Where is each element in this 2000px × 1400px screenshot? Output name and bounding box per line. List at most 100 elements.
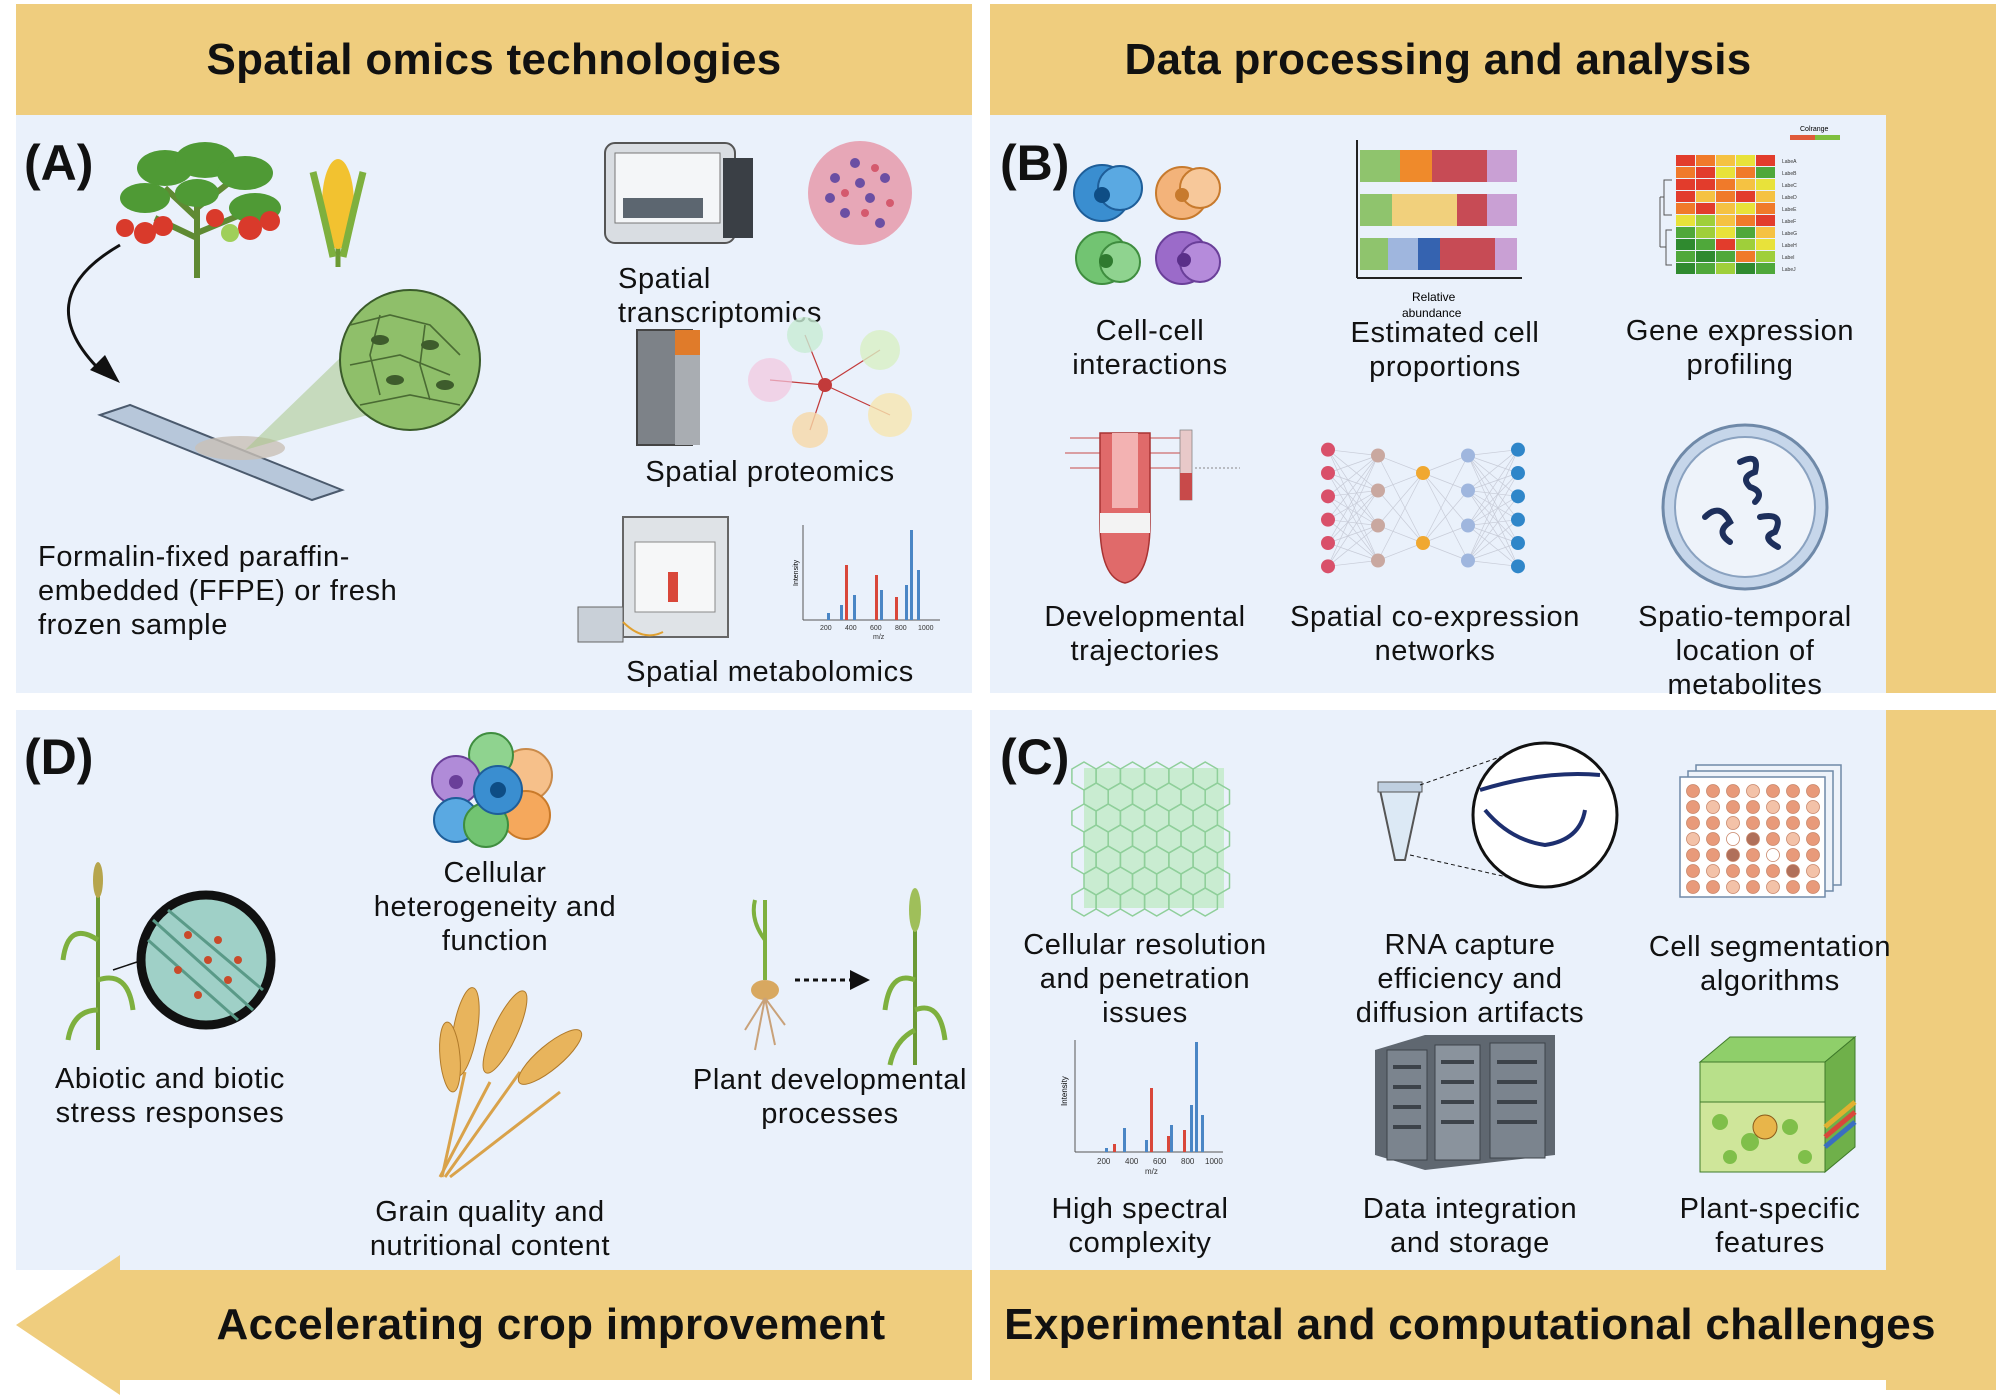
spectrum-x-label: m/z	[873, 634, 885, 641]
label-line: trajectories	[1070, 635, 1220, 667]
plant-development-icon	[744, 888, 948, 1066]
resolution-label: Cellular resolution and penetration issu…	[1015, 928, 1275, 1030]
network-node	[1416, 466, 1430, 480]
plant-features-label: Plant-specific features	[1640, 1192, 1900, 1260]
segmented-cell	[1686, 784, 1700, 798]
network-node	[1371, 553, 1385, 568]
heatmap-cell	[1676, 179, 1695, 190]
segmented-cell	[1806, 848, 1820, 862]
grain-label: Grain quality and nutritional content	[345, 1195, 635, 1263]
label-line: Cell-cell	[1095, 315, 1205, 347]
heatmap-cell	[1696, 215, 1715, 226]
tick: 800	[895, 625, 907, 632]
network-node	[1511, 559, 1525, 574]
label-line: Spatial	[618, 263, 711, 295]
metabolite-petri-dish-icon	[1661, 423, 1829, 591]
segmented-cell	[1786, 816, 1800, 830]
label-line: function	[441, 925, 549, 957]
server-rack-icon	[1375, 1035, 1555, 1170]
integration-label: Data integration and storage	[1330, 1192, 1610, 1260]
cell-cell-interaction-icon	[1073, 164, 1221, 285]
label-line: location of	[1675, 635, 1815, 667]
heatmap-cell	[1756, 191, 1775, 202]
heatmap-row-label: LabeG	[1782, 231, 1797, 237]
segmented-cell	[1746, 784, 1760, 798]
network-node	[1321, 466, 1335, 480]
heatmap-cell	[1716, 251, 1735, 262]
label-line: algorithms	[1700, 965, 1840, 997]
heatmap-cell	[1736, 239, 1755, 250]
segmented-cell	[1746, 800, 1760, 814]
tomato-plant-icon	[116, 142, 281, 278]
network-node	[1371, 448, 1385, 463]
heatmap-cell	[1716, 239, 1735, 250]
heatmap-cell	[1756, 263, 1775, 274]
segmented-cell	[1786, 880, 1800, 894]
heatmap-row-label: LabeJ	[1782, 267, 1796, 273]
heatmap-cell	[1756, 239, 1775, 250]
tick: 400	[845, 625, 857, 632]
transcriptomics-instrument-icon	[604, 142, 753, 244]
segmented-cell	[1786, 800, 1800, 814]
heatmap-cell	[1716, 179, 1735, 190]
heatmap-row-label: LabeB	[1782, 171, 1797, 177]
label-line: Plant developmental	[692, 1064, 968, 1096]
segmented-cell	[1686, 880, 1700, 894]
banner-title: Experimental and computational challenge…	[1004, 1300, 1936, 1349]
heatmap-cell	[1736, 227, 1755, 238]
label-line: diffusion artifacts	[1355, 997, 1585, 1029]
tick: 400	[1125, 1157, 1139, 1166]
segmented-cell	[1746, 816, 1760, 830]
heatmap-row-label: LabeC	[1782, 183, 1797, 189]
leaf-cross-section-icon	[1698, 1035, 1857, 1174]
heatmap-cell	[1736, 191, 1755, 202]
segmented-cell	[1686, 864, 1700, 878]
heatmap-cell	[1696, 191, 1715, 202]
transcriptomics-label: Spatial transcriptomics	[618, 262, 868, 330]
segmented-cell	[1726, 848, 1740, 862]
network-node	[1511, 512, 1525, 527]
heatmap-cell	[1716, 155, 1735, 166]
banner-bottom-right: Experimental and computational challenge…	[990, 1270, 1950, 1380]
heatmap-cell	[1676, 191, 1695, 202]
root-trajectory-icon	[1065, 429, 1240, 584]
segmented-cell	[1706, 864, 1720, 878]
label-line: and penetration	[1039, 963, 1251, 995]
label-line: and storage	[1390, 1227, 1550, 1259]
segmented-cell	[1706, 832, 1720, 846]
heatmap-cell	[1736, 155, 1755, 166]
tick: 600	[1153, 1157, 1167, 1166]
label-line: Cellular	[443, 857, 547, 889]
networks-label: Spatial co-expression networks	[1280, 600, 1590, 668]
panel-letter-d: (D)	[24, 729, 94, 785]
heatmap-cell	[1736, 251, 1755, 262]
heterogeneity-label: Cellular heterogeneity and function	[355, 856, 635, 958]
heatmap-key-title: Colrange	[1800, 126, 1829, 133]
metabolites-label: Spatio-temporal location of metabolites	[1620, 600, 1870, 702]
heatmap-cell	[1756, 215, 1775, 226]
heatmap-cell	[1716, 215, 1735, 226]
label-line: Abiotic and biotic	[54, 1063, 286, 1095]
segmented-cell	[1726, 832, 1740, 846]
label-line: Plant-specific	[1679, 1193, 1861, 1225]
segmented-cell	[1766, 848, 1780, 862]
heatmap-cell	[1676, 263, 1695, 274]
metabolomics-instrument-icon	[577, 516, 729, 643]
segmented-cell	[1686, 816, 1700, 830]
label-line: nutritional content	[369, 1230, 611, 1262]
heatmap-cell	[1756, 167, 1775, 178]
label-line: Estimated cell	[1350, 317, 1540, 349]
hex-cell	[1192, 887, 1219, 917]
heatmap-cell	[1696, 179, 1715, 190]
network-node	[1321, 536, 1335, 550]
heatmap-cell	[1736, 203, 1755, 214]
heatmap-cell	[1736, 167, 1755, 178]
protein-network-icon	[748, 317, 912, 448]
trajectories-label: Developmental trajectories	[1025, 600, 1265, 668]
banner-top-right: Data processing and analysis	[990, 4, 1886, 115]
heatmap-cell	[1756, 227, 1775, 238]
segmented-cell	[1686, 848, 1700, 862]
gene-expression-label: Gene expression profiling	[1610, 314, 1870, 382]
hexagonal-cell-grid-icon	[1071, 761, 1231, 917]
heatmap-cell	[1676, 239, 1695, 250]
